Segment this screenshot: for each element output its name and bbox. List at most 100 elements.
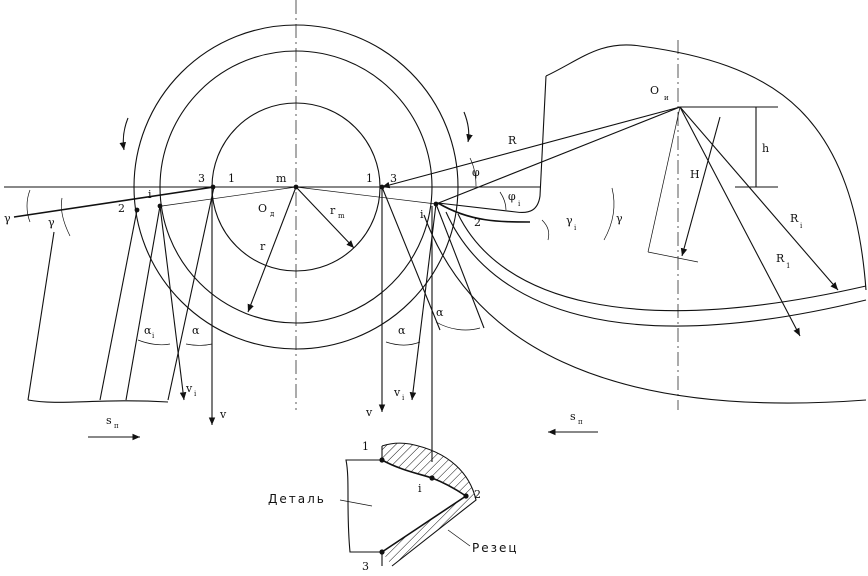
label-point-i-right: i xyxy=(420,208,424,221)
radius-R2 xyxy=(679,106,839,291)
label-center-tool-sub: и xyxy=(664,94,669,102)
label-phi: φ xyxy=(472,166,480,179)
label-feed-right-sub: п xyxy=(578,418,583,426)
label-center-tool: O xyxy=(650,84,659,97)
tool-flank-edge xyxy=(437,202,531,223)
radius-rm xyxy=(295,186,355,249)
inset-part-leader xyxy=(339,499,373,507)
label-tool: Резец xyxy=(472,541,519,555)
angle-arc-alpha-i-right xyxy=(435,321,481,331)
label-gamma-left: γ xyxy=(4,212,11,225)
left-tool-break xyxy=(27,399,169,403)
angle-arc-alpha-right xyxy=(385,341,421,346)
inset-cutting-edge-lower xyxy=(381,495,467,553)
tool-rotation-arrow xyxy=(463,111,473,143)
line-i-to-m xyxy=(161,186,297,207)
point-i-left xyxy=(157,203,163,209)
left-tool-line-2 xyxy=(125,205,161,401)
angle-arc-phi xyxy=(469,157,477,187)
point-m xyxy=(293,184,299,190)
inset-point-i xyxy=(429,475,435,481)
point-i-right xyxy=(433,201,439,207)
angle-arc-gamma-i-right xyxy=(541,219,550,241)
inset-point-2 xyxy=(463,493,469,499)
label-feed-left-sub: п xyxy=(114,422,119,430)
tool-arc-r1 xyxy=(445,211,867,327)
inset-tool-hatch xyxy=(382,443,476,566)
left-tool-line-4 xyxy=(27,231,55,401)
inset-tool-leader xyxy=(447,529,471,547)
inset-point-3 xyxy=(379,549,385,555)
label-phi-i: φ xyxy=(508,190,516,203)
label-dim-H: H xyxy=(690,168,700,181)
label-center-part-sub: д xyxy=(270,210,275,218)
point-2-left xyxy=(134,207,140,213)
label-point-m: m xyxy=(276,172,287,185)
left-rake-line xyxy=(13,186,215,218)
label-radius-Ri: R xyxy=(790,212,799,225)
velocity-vi-left xyxy=(159,205,187,401)
label-radius-R1-sub: 1 xyxy=(786,262,790,270)
part-circle-outer xyxy=(133,24,459,350)
label-part: Деталь xyxy=(268,492,326,506)
label-alpha-left: α xyxy=(192,324,200,337)
tool-arc-ri xyxy=(457,213,867,312)
radius-R1 xyxy=(679,106,801,337)
label-velocity-v-right: v xyxy=(365,406,373,419)
part-circle-middle xyxy=(159,50,433,324)
angle-arc-gamma-left xyxy=(26,189,31,223)
label-velocity-v-left: v xyxy=(219,408,227,421)
label-feed-left: s xyxy=(106,414,112,427)
label-dim-h: h xyxy=(762,142,769,155)
angle-arc-alpha-i-left xyxy=(137,339,171,346)
radius-r xyxy=(247,186,297,313)
left-tool-line-1 xyxy=(99,209,138,401)
label-inset-3: 3 xyxy=(362,560,369,573)
label-radius-r: r xyxy=(260,240,266,253)
inset-point-1 xyxy=(379,457,385,463)
label-gamma-right: γ xyxy=(616,212,623,225)
label-velocity-vi-left: v xyxy=(185,382,193,395)
tool-flank-right-1 xyxy=(381,186,441,331)
label-velocity-vi-left-sub: i xyxy=(194,390,197,398)
point-3-right xyxy=(379,184,385,190)
label-alpha-i-left: α xyxy=(144,324,152,337)
tool-body-outline xyxy=(545,44,867,291)
label-alpha-right: α xyxy=(398,324,406,337)
label-feed-right: s xyxy=(570,410,576,423)
line-Ri-to-i xyxy=(435,106,681,205)
tool-cutting-face xyxy=(437,75,547,214)
label-point-3-left: 3 xyxy=(198,172,205,185)
tool-h-line xyxy=(647,106,681,253)
label-radius-R1: R xyxy=(776,252,785,265)
label-radius-rm: r xyxy=(330,204,336,217)
label-alpha-i-left-sub: i xyxy=(152,332,155,340)
tool-arc-outer xyxy=(423,214,867,404)
left-tool-line-3 xyxy=(167,186,215,401)
label-radius-R: R xyxy=(508,134,517,147)
angle-arc-phi-i xyxy=(499,191,507,211)
label-point-i-left: i xyxy=(148,188,152,201)
label-inset-1: 1 xyxy=(362,440,369,453)
dim-H xyxy=(680,116,721,257)
label-gamma-i-left: γ xyxy=(48,216,55,229)
label-radius-rm-sub: m xyxy=(338,212,345,220)
label-gamma-i-right-sub: i xyxy=(574,224,577,232)
label-point-1-left: 1 xyxy=(228,172,235,185)
line-R xyxy=(381,106,681,189)
label-inset-i: i xyxy=(418,482,422,495)
label-alpha-i-right: α xyxy=(436,306,444,319)
label-inset-2: 2 xyxy=(474,488,481,501)
inset-part-outline xyxy=(345,459,382,553)
label-point-1-right: 1 xyxy=(366,172,373,185)
angle-arc-gamma-right xyxy=(603,187,615,241)
label-point-3-right: 3 xyxy=(390,172,397,185)
label-gamma-i-right: γ xyxy=(566,214,573,227)
line-m-to-i xyxy=(295,186,437,205)
point-3-left xyxy=(210,184,216,190)
label-point-2-left: 2 xyxy=(118,202,125,215)
label-radius-Ri-sub: i xyxy=(800,222,803,230)
label-point-2-right: 2 xyxy=(474,216,481,229)
